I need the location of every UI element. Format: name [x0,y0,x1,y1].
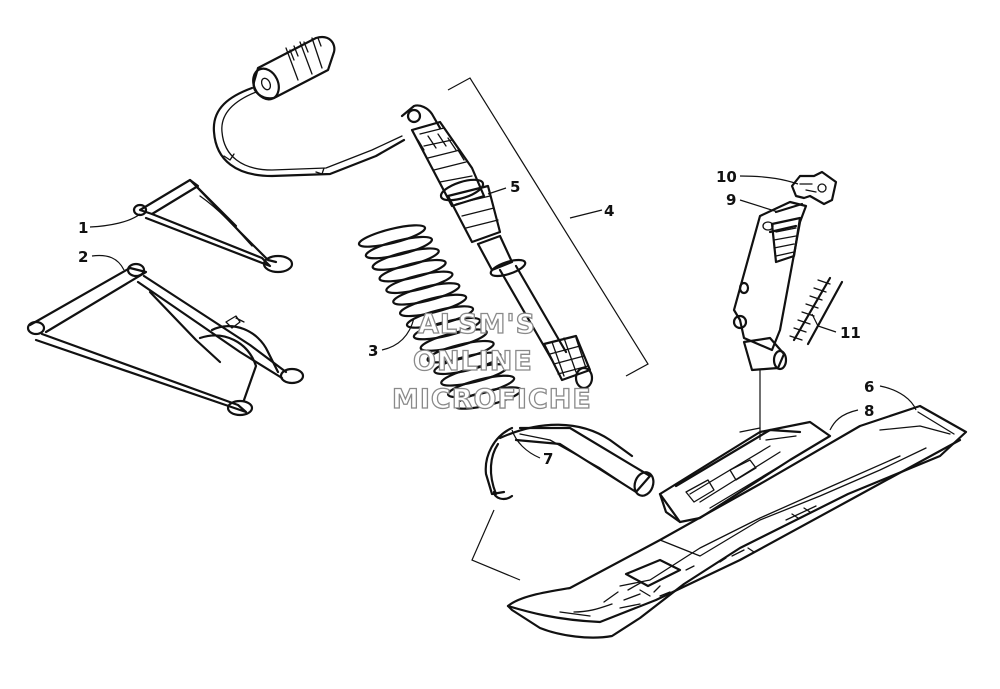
callout-6: 6 [864,378,874,396]
callout-bracket-4 [447,77,649,377]
callout-labels: 1 2 3 4 5 6 7 8 9 10 11 [78,168,874,468]
shock-absorber [400,104,594,390]
spindle-bracket [790,170,838,206]
small-spring [789,276,844,346]
coil-spring [357,224,523,410]
callout-10: 10 [716,168,737,186]
spring-coil [412,316,482,341]
ski-saddle [658,420,832,524]
spring-coil [378,258,447,283]
spindle [732,200,808,440]
callout-8: 8 [864,402,874,420]
spring-coil [371,247,440,271]
lower-a-arm [26,262,305,417]
callout-1: 1 [78,219,88,237]
callout-2: 2 [78,248,88,266]
callout-9: 9 [726,191,736,209]
watermark-line-3: MICROFICHE [392,384,592,415]
ski [506,404,968,639]
spring-coil [392,282,461,306]
remote-reservoir [212,36,406,178]
leader-lines [89,175,917,581]
ski-loop [484,423,655,501]
watermark: ALSM'S ONLINE MICROFICHE [391,308,592,415]
callout-4: 4 [604,202,614,220]
callout-11: 11 [840,324,861,342]
watermark-line-2: ONLINE [413,346,533,377]
watermark-line-1: ALSM'S [418,309,536,340]
spring-coil [453,386,523,410]
spring-coil [440,363,509,387]
callout-5: 5 [510,178,520,196]
spring-coil [357,224,427,248]
callout-3: 3 [368,342,378,360]
spring-coil [385,270,454,295]
spring-coil [364,235,434,260]
upper-a-arm [132,178,294,274]
callout-7: 7 [543,450,553,468]
